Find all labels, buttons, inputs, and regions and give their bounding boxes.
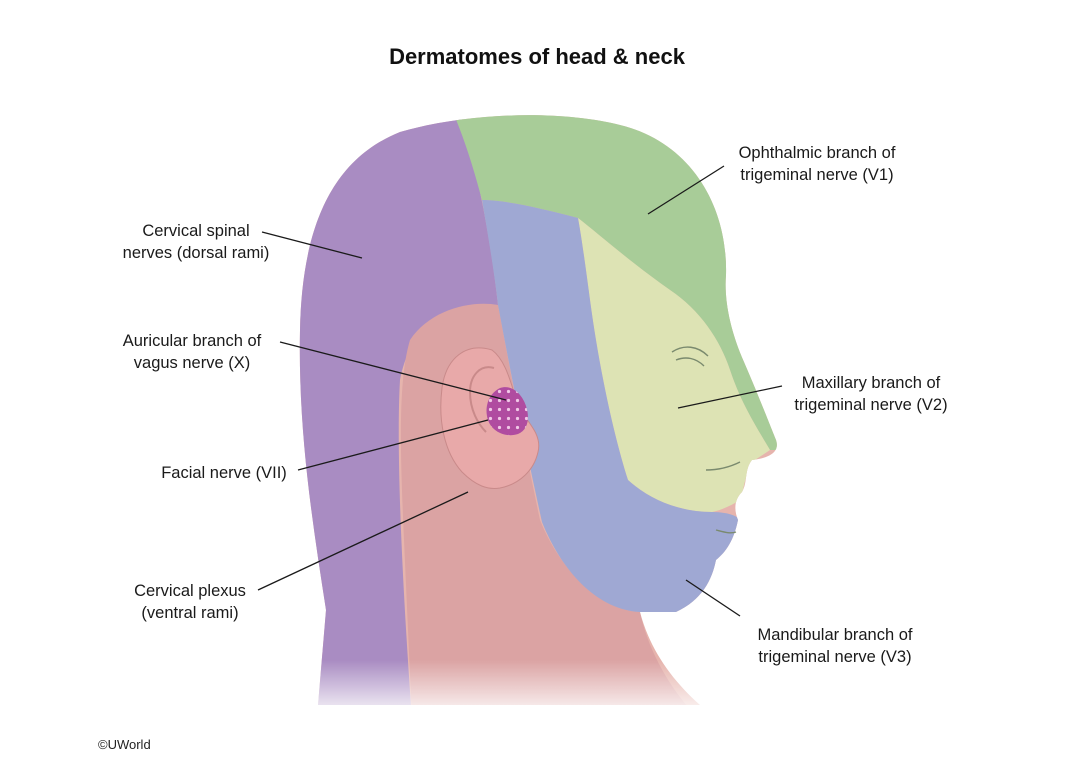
label-facial: Facial nerve (VII) <box>140 462 308 484</box>
label-auricular: Auricular branch of vagus nerve (X) <box>102 330 282 374</box>
v1-leader <box>647 165 725 215</box>
label-cervical-dorsal: Cervical spinal nerves (dorsal rami) <box>96 220 296 264</box>
v3-leader <box>685 579 741 617</box>
v3-region <box>482 200 740 615</box>
label-v1-line1: Ophthalmic branch of <box>738 144 896 162</box>
label-cervical-ventral-line2: (ventral rami) <box>141 604 239 622</box>
label-cervical-ventral: Cervical plexus (ventral rami) <box>110 580 270 624</box>
leader-lines <box>257 165 783 617</box>
cervical-dorsal-leader <box>261 231 363 259</box>
label-v3: Mandibular branch of trigeminal nerve (V… <box>740 624 930 668</box>
label-v3-line1: Mandibular branch of <box>757 626 913 644</box>
cervical-ventral-leader <box>257 491 469 591</box>
copyright-credit: ©UWorld <box>98 737 151 752</box>
label-cervical-dorsal-line2: nerves (dorsal rami) <box>122 244 270 262</box>
label-facial-line1: Facial nerve (VII) <box>161 464 287 482</box>
neck-fade <box>300 660 720 720</box>
cervical-dorsal-region <box>299 115 498 705</box>
auricular-leader <box>279 341 507 401</box>
label-v2: Maxillary branch of trigeminal nerve (V2… <box>776 372 966 416</box>
label-cervical-ventral-line1: Cervical plexus <box>134 582 246 600</box>
v2-region <box>578 218 770 512</box>
facial-leader <box>297 419 489 471</box>
v2-leader <box>677 385 783 409</box>
label-v2-line2: trigeminal nerve (V2) <box>794 396 948 414</box>
label-auricular-line2: vagus nerve (X) <box>133 354 251 372</box>
label-v2-line1: Maxillary branch of <box>801 374 941 392</box>
label-cervical-dorsal-line1: Cervical spinal <box>142 222 250 240</box>
ear <box>440 347 540 489</box>
label-v3-line2: trigeminal nerve (V3) <box>758 648 912 666</box>
label-auricular-line1: Auricular branch of <box>122 332 262 350</box>
label-v1-line2: trigeminal nerve (V1) <box>740 166 894 184</box>
label-v1: Ophthalmic branch of trigeminal nerve (V… <box>722 142 912 186</box>
face-features <box>671 346 741 534</box>
diagram-title: Dermatomes of head & neck <box>389 44 685 69</box>
